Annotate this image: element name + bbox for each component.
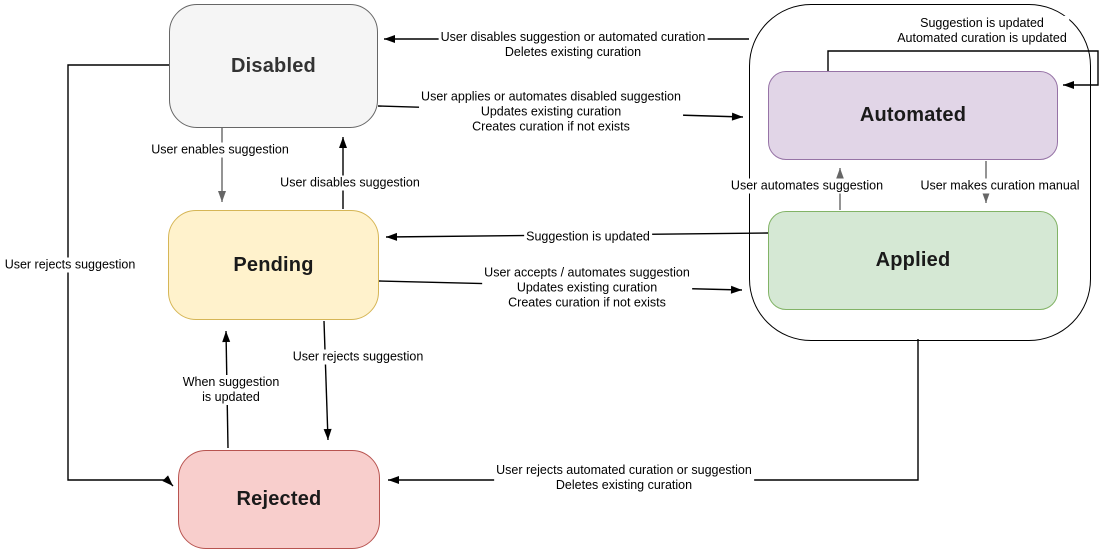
state-applied-label: Applied	[875, 249, 951, 271]
edge-label-line: Creates curation if not exists	[508, 295, 666, 310]
state-applied: Applied	[768, 211, 1058, 310]
state-disabled: Disabled	[169, 4, 378, 128]
edge-label-curation-to-disabled: User disables suggestion or automated cu…	[438, 30, 708, 60]
edge-label-applied-to-automated: User automates suggestion	[728, 178, 886, 194]
edge-label-automated-self-loop: Suggestion is updated Automated curation…	[895, 16, 1069, 46]
edge-label-line: User rejects suggestion	[4, 257, 136, 272]
state-pending-label: Pending	[233, 253, 314, 276]
edge-label-line: User automates suggestion	[730, 178, 884, 193]
edge-label-automated-to-applied: User makes curation manual	[918, 178, 1082, 194]
edge-label-curation-to-rejected: User rejects automated curation or sugge…	[494, 463, 754, 493]
state-pending: Pending	[168, 210, 379, 320]
edge-label-line: Suggestion is updated	[526, 229, 650, 244]
edge-label-line: Updates existing curation	[480, 104, 622, 119]
edge-label-applied-to-pending: Suggestion is updated	[524, 229, 652, 245]
edge-label-line: Suggestion is updated	[920, 16, 1044, 30]
edge-label-disabled-to-rejected: User rejects suggestion	[2, 257, 138, 273]
edge-label-pending-to-rejected: User rejects suggestion	[290, 349, 426, 365]
edge-label-pending-to-curation: User accepts / automates suggestion Upda…	[482, 265, 692, 311]
edge-label-line: Updates existing curation	[516, 280, 658, 295]
edge-label-line: User disables suggestion or automated cu…	[440, 30, 706, 44]
edge-label-line: User accepts / automates suggestion	[484, 265, 690, 280]
edge-label-rejected-to-pending: When suggestion is updated	[180, 375, 282, 405]
edge-curation-to-rejected	[388, 339, 919, 484]
edge-label-line: User applies or automates disabled sugge…	[421, 89, 681, 104]
edge-label-line: Deletes existing curation	[504, 45, 642, 59]
edge-label-line: User enables suggestion	[151, 142, 289, 157]
edge-label-line: Creates curation if not exists	[472, 119, 630, 134]
edge-label-disabled-to-curation: User applies or automates disabled sugge…	[419, 89, 683, 135]
edge-label-line: is updated	[202, 390, 260, 404]
state-rejected: Rejected	[178, 450, 380, 549]
edge-label-disabled-to-pending: User enables suggestion	[149, 142, 291, 158]
edge-pending-to-rejected	[323, 320, 332, 441]
edge-label-line: Automated curation is updated	[897, 31, 1067, 45]
edge-label-pending-to-disabled: User disables suggestion	[278, 175, 422, 191]
state-rejected-label: Rejected	[236, 488, 322, 510]
state-disabled-label: Disabled	[231, 54, 316, 77]
edge-label-line: When suggestion	[182, 375, 280, 389]
state-automated-label: Automated	[859, 104, 967, 126]
edge-label-line: User rejects suggestion	[292, 349, 424, 364]
edge-label-line: User makes curation manual	[920, 178, 1080, 193]
edge-label-line: Deletes existing curation	[555, 478, 693, 492]
curation-states-container	[749, 4, 1091, 341]
state-automated: Automated	[768, 71, 1058, 160]
edge-label-line: User rejects automated curation or sugge…	[496, 463, 752, 477]
edge-disabled-to-rejected	[67, 64, 174, 487]
edge-label-line: User disables suggestion	[280, 175, 420, 190]
